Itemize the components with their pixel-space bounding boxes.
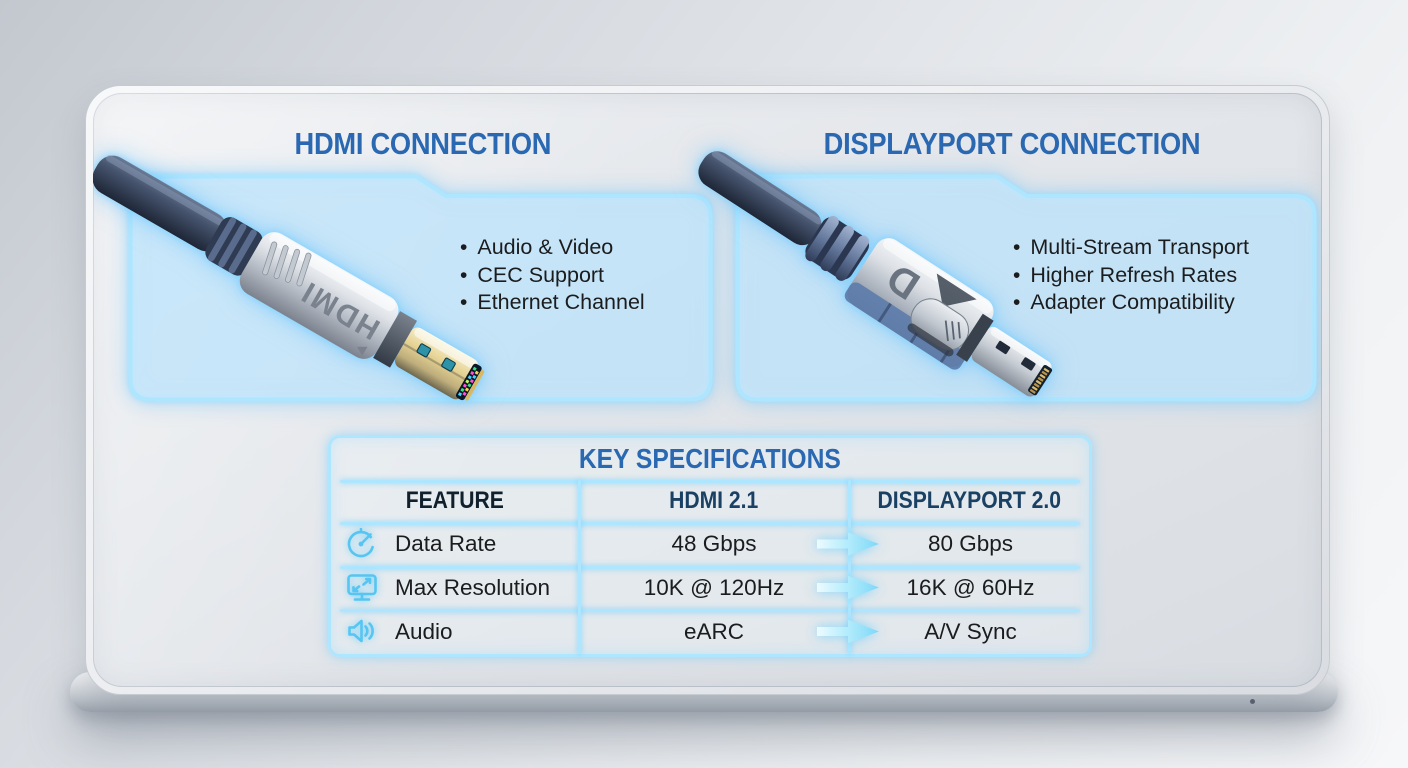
hdmi-neck xyxy=(373,311,418,368)
list-item: • Audio & Video xyxy=(460,234,645,262)
displayport-value: A/V Sync xyxy=(924,619,1017,644)
feature-text: Audio & Video xyxy=(477,235,614,259)
displayport-neck xyxy=(956,313,994,362)
table-row: Data Rate 48 Gbps 80 Gbps xyxy=(331,522,1089,566)
feature-text: CEC Support xyxy=(477,262,605,287)
speedometer-icon xyxy=(347,527,374,558)
bullet-dot: • xyxy=(1013,291,1021,314)
table-grid-line xyxy=(340,480,1080,483)
list-item: • Multi-Stream Transport xyxy=(1013,234,1249,262)
hdmi-value: 48 Gbps xyxy=(671,531,757,556)
displayport-plug xyxy=(971,326,1052,397)
table-grid-line xyxy=(578,480,581,654)
displayport-section-title: DISPLAYPORT CONNECTION xyxy=(823,126,1201,161)
spec-table: KEY SPECIFICATIONS FEATURE HDMI 2.1 DISP… xyxy=(328,435,1092,657)
table-row: Max Resolution 10K @ 120Hz 16K @ 60Hz xyxy=(331,566,1089,609)
upgrade-arrow-icon xyxy=(817,574,879,602)
tablet-screen: HDMI CONNECTION DISPLAYPORT CONNECTION xyxy=(93,93,1322,687)
bullet-dot: • xyxy=(1013,263,1021,287)
bullet-dot: • xyxy=(1013,236,1021,259)
displayport-connector-illustration: D xyxy=(698,150,1053,397)
upgrade-arrow-icon xyxy=(817,618,879,646)
displayport-cable xyxy=(698,150,822,246)
displayport-value: 16K @ 60Hz xyxy=(906,575,1035,600)
table-grid-line xyxy=(848,480,851,654)
hdmi-arrow-mark xyxy=(357,346,368,356)
column-header-hdmi: HDMI 2.1 xyxy=(669,487,759,514)
bullet-dot: • xyxy=(460,236,468,259)
displayport-latch xyxy=(907,298,970,357)
table-grid-line xyxy=(340,522,1080,525)
feature-label: Audio xyxy=(395,619,453,644)
upgrade-arrow-icon xyxy=(817,530,879,558)
hdmi-plug xyxy=(395,327,479,400)
column-header-displayport: DISPLAYPORT 2.0 xyxy=(877,487,1062,514)
table-grid-line xyxy=(340,609,1080,612)
hdmi-body: HDMI xyxy=(239,232,399,359)
displayport-feature-list: • Multi-Stream Transport • Higher Refresh … xyxy=(1013,234,1249,317)
hdmi-strain-relief xyxy=(205,217,263,276)
displayport-latch-recess xyxy=(936,273,977,307)
list-item: • Ethernet Channel xyxy=(460,289,645,317)
hdmi-pin-strip xyxy=(455,363,485,401)
feature-text: Multi-Stream Transport xyxy=(1030,235,1250,259)
monitor-icon xyxy=(347,574,377,601)
feature-text: Ethernet Channel xyxy=(477,290,645,314)
hdmi-section-title: HDMI CONNECTION xyxy=(294,126,552,161)
hdmi-feature-list: • Audio & Video • CEC Support • Ethernet Ch… xyxy=(460,234,645,317)
feature-text: Higher Refresh Rates xyxy=(1030,262,1238,287)
hdmi-connector-illustration: HDMI xyxy=(93,155,485,401)
speaker-icon xyxy=(348,619,374,643)
column-header-feature: FEATURE xyxy=(405,487,504,514)
feature-label: Data Rate xyxy=(395,531,497,556)
list-item: • Adapter Compatibility xyxy=(1013,289,1249,317)
feature-label: Max Resolution xyxy=(395,575,551,600)
tablet-device: HDMI CONNECTION DISPLAYPORT CONNECTION xyxy=(85,85,1330,695)
displayport-pin-strip xyxy=(1028,364,1053,396)
hdmi-body-grooves xyxy=(262,241,312,287)
table-row: Audio eARC A/V Sync xyxy=(331,609,1089,654)
displayport-value: 80 Gbps xyxy=(927,531,1014,556)
hdmi-value: 10K @ 120Hz xyxy=(643,575,785,600)
list-item: • Higher Refresh Rates xyxy=(1013,262,1249,290)
bullet-dot: • xyxy=(460,263,468,287)
hdmi-value: eARC xyxy=(683,619,745,644)
table-grid-line xyxy=(340,566,1080,569)
spec-table-title: KEY SPECIFICATIONS xyxy=(579,443,841,474)
displayport-strain-relief xyxy=(805,215,870,281)
microphone-dot xyxy=(1250,699,1255,704)
hdmi-cable xyxy=(93,155,228,252)
bullet-dot: • xyxy=(460,291,468,314)
feature-text: Adapter Compatibility xyxy=(1030,290,1235,314)
list-item: • CEC Support xyxy=(460,262,645,290)
